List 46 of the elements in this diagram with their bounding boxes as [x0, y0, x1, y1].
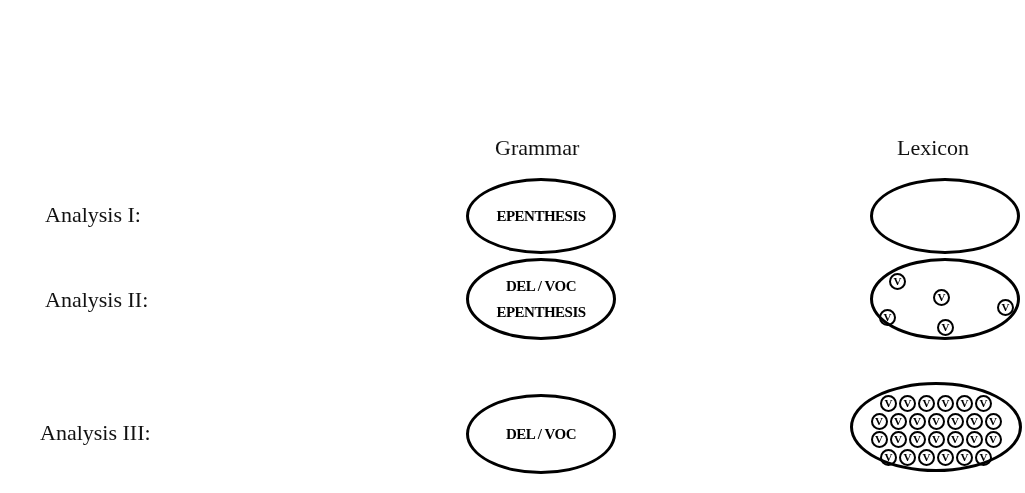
vowel-circle: V [908, 431, 926, 448]
lexicon-ellipse [870, 258, 1020, 340]
vowel-circle: V [956, 449, 973, 466]
row-label: Analysis II: [45, 287, 149, 313]
vowel-circle: V [946, 431, 964, 448]
vowel-circle: V [937, 395, 954, 412]
vowel-circle: V [927, 431, 945, 448]
vowel-circle: V [899, 395, 916, 412]
vowel-circle: V [937, 319, 954, 336]
vowel-circle: V [975, 395, 992, 412]
rule-name: EPENTHESIS [496, 303, 586, 322]
grammar-ellipse [466, 178, 616, 254]
vowel-circle: V [937, 449, 954, 466]
vowel-circle: V [880, 395, 897, 412]
lexicon-ellipse [870, 178, 1020, 254]
vowel-circle: V [918, 395, 935, 412]
vowel-circle: V [927, 413, 945, 430]
grammar-ellipse [466, 394, 616, 474]
grammar-ellipse [466, 258, 616, 340]
row-label: Analysis I: [45, 202, 141, 228]
lexicon-ellipse [850, 382, 1022, 472]
vowel-circle: V [889, 413, 907, 430]
rule-name: DEL / VOC [506, 277, 576, 296]
column-heading: Grammar [495, 135, 580, 161]
vowel-circle: V [984, 413, 1002, 430]
vowel-circle: V [908, 413, 926, 430]
vowel-circle: V [899, 449, 916, 466]
vowel-circle: V [984, 431, 1002, 448]
vowel-circle: V [946, 413, 964, 430]
vowel-circle: V [956, 395, 973, 412]
vowel-circle: V [870, 413, 888, 430]
vowel-circle: V [933, 289, 950, 306]
column-heading: Lexicon [897, 135, 970, 161]
vowel-circle: V [889, 273, 906, 290]
vowel-circle: V [918, 449, 935, 466]
vowel-circle: V [879, 309, 896, 326]
vowel-circle: V [870, 431, 888, 448]
rule-name: EPENTHESIS [496, 207, 586, 226]
vowel-circle: V [880, 449, 897, 466]
vowel-circle: V [889, 431, 907, 448]
row-label: Analysis III: [40, 420, 151, 446]
rule-name: DEL / VOC [506, 425, 576, 444]
vowel-circle: V [965, 413, 983, 430]
vowel-circle: V [965, 431, 983, 448]
vowel-circle: V [997, 299, 1014, 316]
vowel-circle: V [975, 449, 992, 466]
